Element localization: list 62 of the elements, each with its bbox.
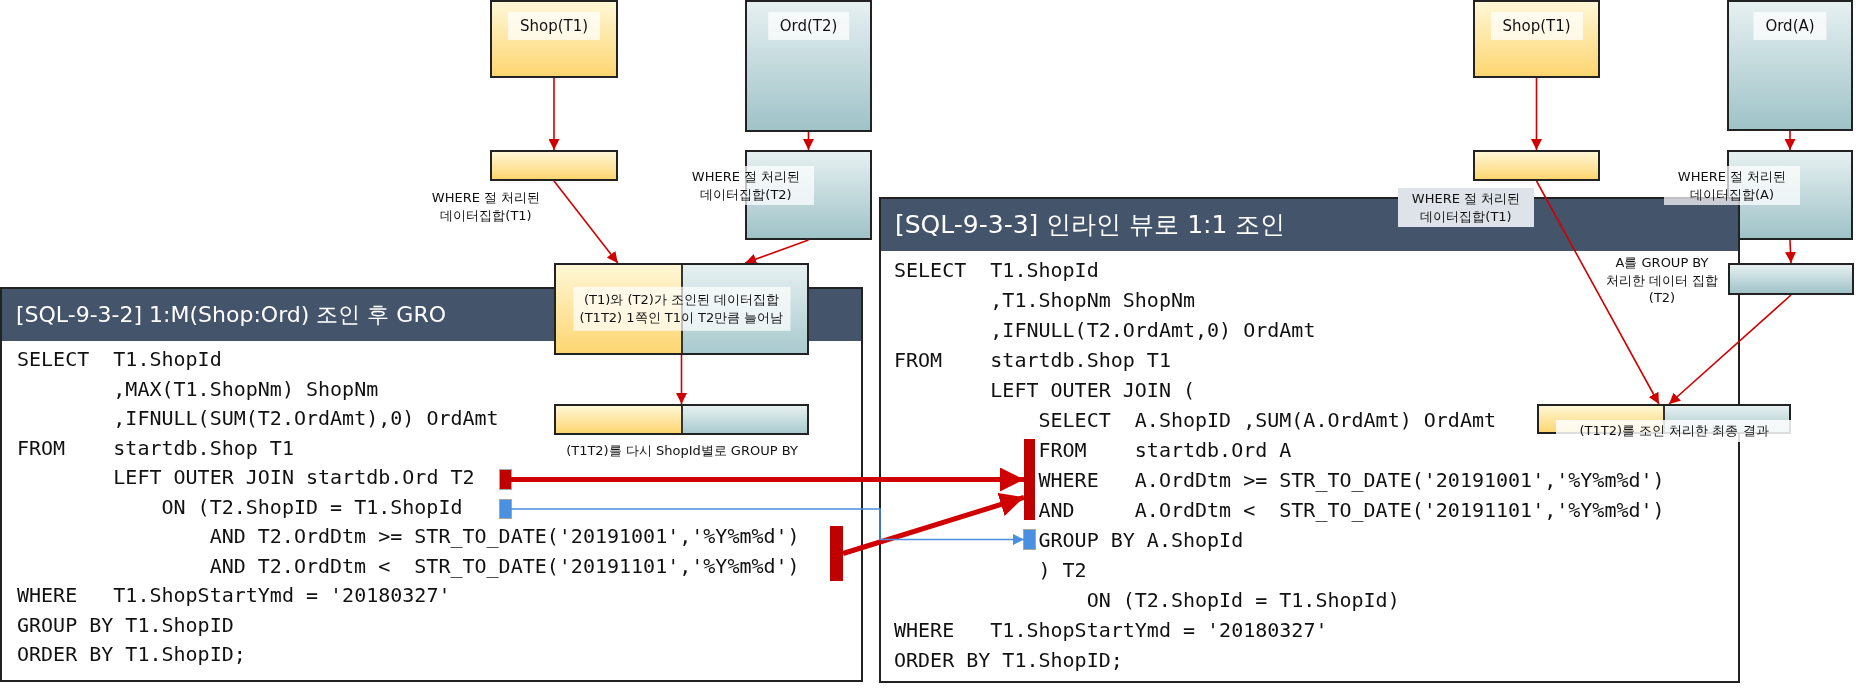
panel-title: [SQL-9-3-3] 인라인 뷰로 1:1 조인 — [895, 208, 1286, 241]
code-line: ,T1.ShopNm ShopNm — [990, 288, 1195, 312]
marker-square — [500, 500, 511, 518]
code-line: SELECT T1.ShopId — [17, 347, 222, 371]
marker-bar — [1024, 439, 1035, 520]
arrow — [1784, 130, 1796, 151]
code-line: ) T2 — [1038, 558, 1087, 582]
box-label: Shop(T1) — [1490, 12, 1583, 40]
joined-box — [554, 263, 809, 355]
marker-square — [1024, 530, 1035, 549]
code-line: AND T2.OrdDtm < STR_TO_DATE('20191101','%Y%m%d') — [209, 553, 800, 578]
code-line: FROM startdb.Ord A — [1038, 438, 1292, 462]
arrow — [1531, 77, 1542, 151]
code-line: GROUP BY A.ShopId — [1038, 528, 1244, 552]
arrow — [553, 180, 619, 264]
code-line: ,MAX(T1.ShopNm) ShopNm — [113, 376, 379, 401]
arrow — [803, 131, 814, 151]
table-box — [490, 0, 618, 78]
code-line: SELECT A.ShopID ,SUM(A.OrdAmt) OrdAmt — [1038, 408, 1497, 432]
code-line: LEFT OUTER JOIN startdb.Ord T2 — [113, 465, 475, 489]
code-line: FROM startdb.Shop T1 — [17, 435, 294, 460]
arrow — [1668, 294, 1792, 405]
code-line: SELECT T1.ShopId — [894, 258, 1099, 282]
code-line: AND A.OrdDtm < STR_TO_DATE('20191101','%Y%m%d') — [1038, 498, 1665, 522]
arrow — [744, 239, 810, 265]
box-label: Ord(T2) — [767, 12, 850, 40]
box-label: (T1)와 (T2)가 조인된 데이터집합(T1T2) 1쪽인 T1이 T2만큼 늘어남 — [573, 286, 790, 332]
arrow — [511, 467, 1024, 492]
code-line: GROUP BY T1.ShopID — [17, 612, 234, 637]
marker-square — [500, 470, 511, 489]
code-line: WHERE A.OrdDtm >= STR_TO_DATE('20191001','%Y%m%d') — [1038, 468, 1665, 492]
code-line: WHERE T1.ShopStartYmd = '20180327' — [894, 618, 1328, 642]
code-line: FROM startdb.Shop T1 — [894, 348, 1171, 372]
box-label: Shop(T1) — [507, 12, 601, 40]
arrow — [510, 508, 1025, 545]
code-line: AND T2.OrdDtm >= STR_TO_DATE('20191001','%Y%m%d') — [209, 524, 800, 548]
table-box — [745, 0, 872, 132]
box-label: A를 GROUP BY 처리한 데이터 집합(T2) — [1604, 254, 1720, 308]
arrow — [1785, 239, 1796, 264]
arrow — [676, 354, 687, 405]
box-label: (T1T2)를 조인 처리한 최종 결과 — [1556, 420, 1792, 442]
code-line: ORDER BY T1.ShopID; — [17, 642, 246, 666]
box-label: (T1T2)를 다시 ShopId별로 GROUP BY — [565, 442, 799, 460]
code-line: ON (T2.ShopId = T1.ShopId) — [1086, 588, 1400, 612]
arrow — [548, 77, 560, 151]
code-line: WHERE T1.ShopStartYmd = '20180327' — [17, 583, 451, 607]
code-panel — [0, 287, 863, 682]
code-line: LEFT OUTER JOIN ( — [990, 378, 1195, 402]
code-line: ,IFNULL(SUM(T2.OrdAmt),0) OrdAmt — [113, 406, 499, 430]
panel-title: [SQL-9-3-2] 1:M(Shop:Ord) 조인 후 GRO — [16, 300, 446, 329]
code-line: ,IFNULL(T2.OrdAmt,0) OrdAmt — [990, 318, 1316, 342]
table-box — [1727, 0, 1853, 131]
box-label: Ord(A) — [1753, 12, 1827, 40]
code-line: ORDER BY T1.ShopID; — [894, 648, 1123, 672]
box-label: WHERE 절 처리된 데이터집합(T1) — [1398, 188, 1534, 228]
table-box — [1473, 0, 1600, 78]
marker-bar — [830, 526, 843, 581]
box-label: WHERE 절 처리된 데이터집합(A) — [1664, 166, 1800, 206]
box-label: WHERE 절 처리된 데이터집합(T1) — [430, 189, 542, 225]
arrow — [842, 492, 1025, 556]
arrow — [1535, 180, 1660, 405]
code-line: ON (T2.ShopID = T1.ShopId — [161, 494, 463, 519]
